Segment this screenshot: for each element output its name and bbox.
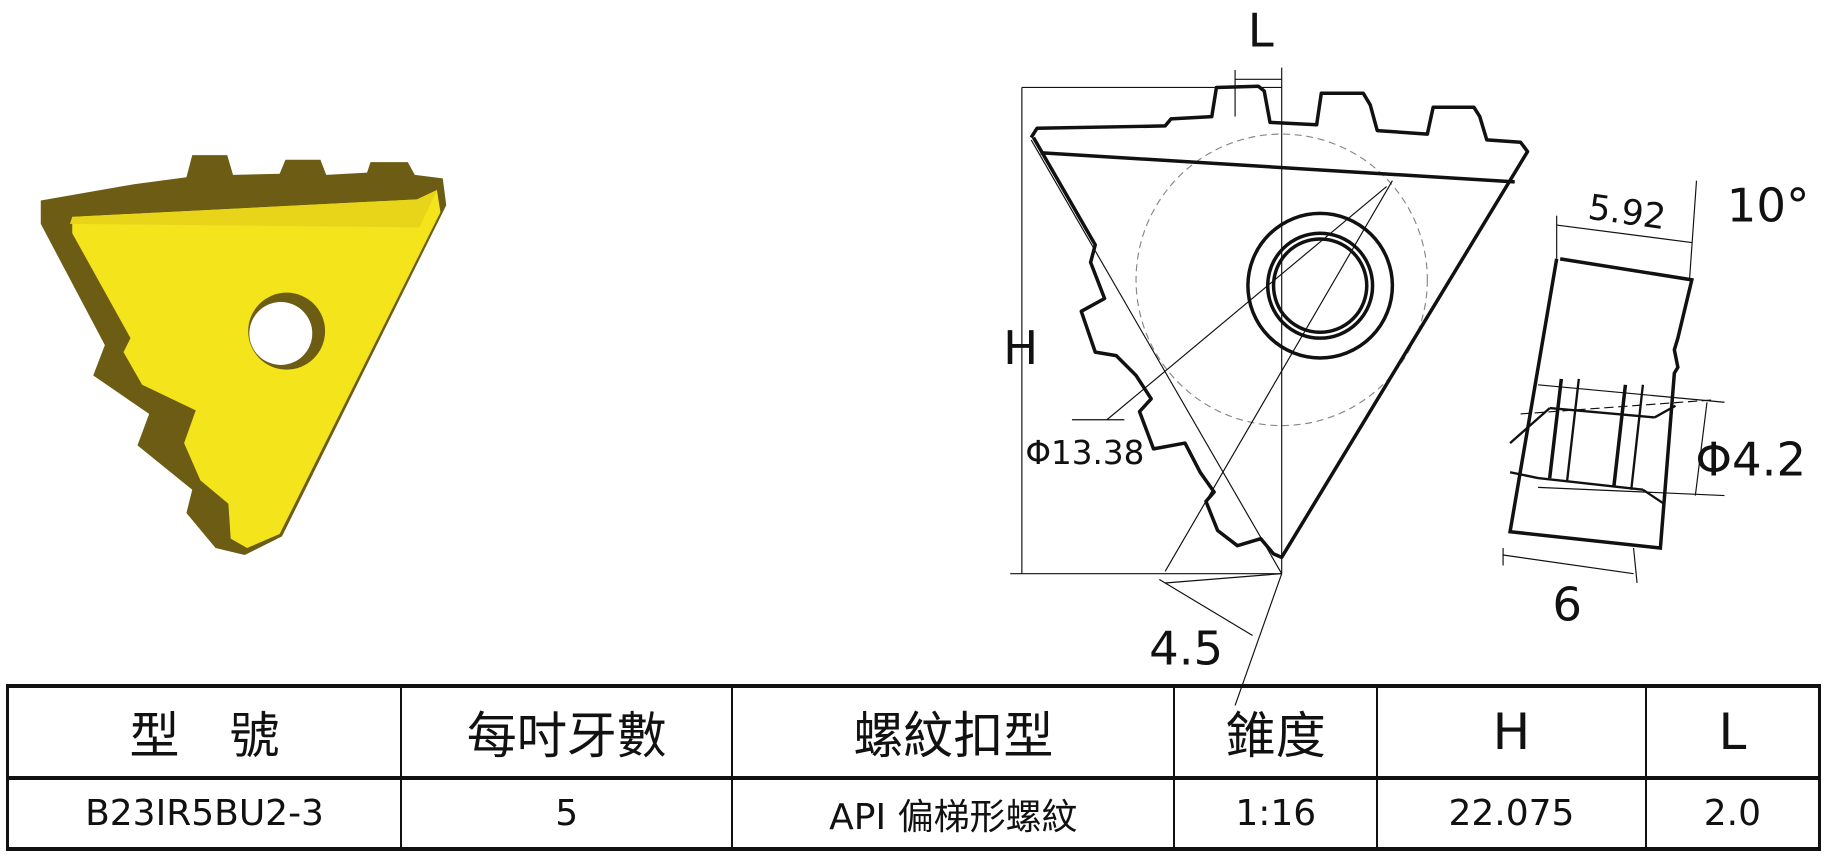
side-view bbox=[1502, 180, 1725, 584]
header-thread-type: 螺紋扣型 bbox=[731, 685, 1176, 780]
table-header-row: 型 號 每吋牙數 螺紋扣型 錐度 H L bbox=[6, 685, 1821, 780]
dim-label-thickness: 6 bbox=[1552, 577, 1582, 631]
spec-table: 型 號 每吋牙數 螺紋扣型 錐度 H L B23IR5BU2-3 5 API 偏… bbox=[6, 684, 1821, 851]
dim-label-tip-width: 4.5 bbox=[1149, 622, 1223, 676]
dim-label-H: H bbox=[1003, 321, 1038, 375]
dim-label-circle-diameter: Φ13.38 bbox=[1025, 434, 1144, 472]
header-tpi: 每吋牙數 bbox=[400, 685, 734, 780]
insert-3d-render bbox=[40, 155, 447, 556]
front-view bbox=[1010, 67, 1530, 706]
dim-label-hole-diameter: Φ4.2 bbox=[1695, 433, 1806, 487]
header-model: 型 號 bbox=[6, 685, 403, 780]
cell-h: 22.075 bbox=[1376, 777, 1647, 850]
cell-l: 2.0 bbox=[1644, 777, 1821, 850]
cell-tpi: 5 bbox=[400, 777, 734, 850]
cell-model: B23IR5BU2-3 bbox=[6, 777, 403, 850]
header-h: H bbox=[1376, 685, 1647, 780]
dim-label-angle: 10° bbox=[1727, 179, 1810, 233]
cell-thread-type: API 偏梯形螺紋 bbox=[731, 777, 1176, 850]
table-row: B23IR5BU2-3 5 API 偏梯形螺紋 1:16 22.075 2.0 bbox=[6, 777, 1821, 850]
dim-label-L: L bbox=[1248, 4, 1274, 58]
cell-taper: 1:16 bbox=[1173, 777, 1379, 850]
header-l: L bbox=[1644, 685, 1821, 780]
header-taper: 錐度 bbox=[1173, 685, 1379, 780]
